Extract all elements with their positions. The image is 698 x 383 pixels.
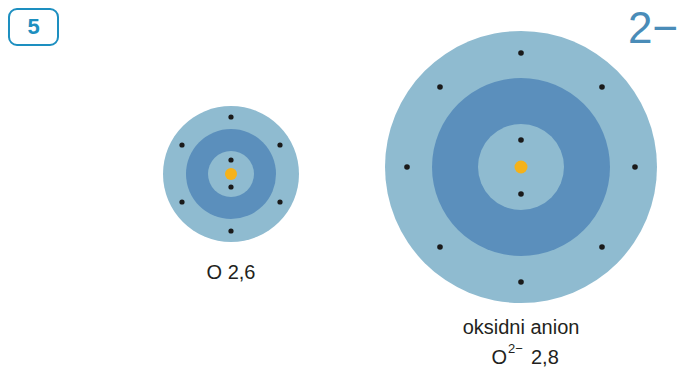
ion-symbol: O: [491, 347, 507, 367]
ion-charge: 2−: [508, 342, 523, 355]
callout-number: 5: [27, 16, 39, 38]
charge-label: 2−: [628, 6, 678, 50]
ion-name: oksidni anion: [463, 317, 580, 337]
oxide-anion: [385, 31, 657, 303]
callout-box: [9, 9, 58, 45]
atom-label: O 2,6: [207, 262, 256, 282]
oxygen-atom: [163, 106, 299, 242]
ion-configuration: 2,8: [531, 347, 559, 367]
